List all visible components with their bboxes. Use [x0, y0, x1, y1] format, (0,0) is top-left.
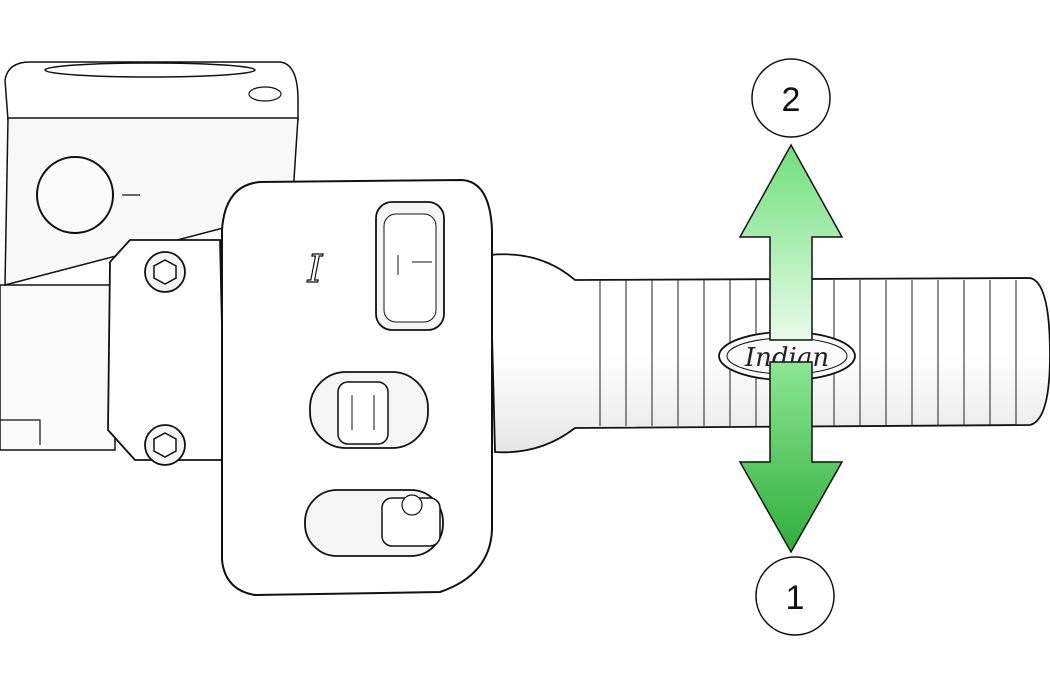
- switch-logo: I: [306, 247, 323, 291]
- brake-reservoir: [4, 61, 299, 286]
- hex-bolt-bottom: [144, 424, 186, 466]
- arrow-up-icon: [738, 143, 844, 341]
- rotation-arrow: [738, 143, 844, 554]
- top-rocker-switch[interactable]: [375, 201, 445, 331]
- callout-2-label: 2: [782, 81, 801, 119]
- bottom-slide-switch[interactable]: [304, 489, 444, 557]
- arrow-down-icon: [738, 361, 844, 554]
- hex-bolt-top: [144, 251, 186, 293]
- callout-2: 2: [751, 58, 831, 138]
- callout-1-label: 1: [786, 579, 805, 617]
- handlebar-tube: [0, 284, 116, 451]
- callout-1: 1: [755, 556, 835, 636]
- middle-toggle-switch[interactable]: [309, 371, 429, 449]
- handlebar-clamp: [107, 239, 226, 466]
